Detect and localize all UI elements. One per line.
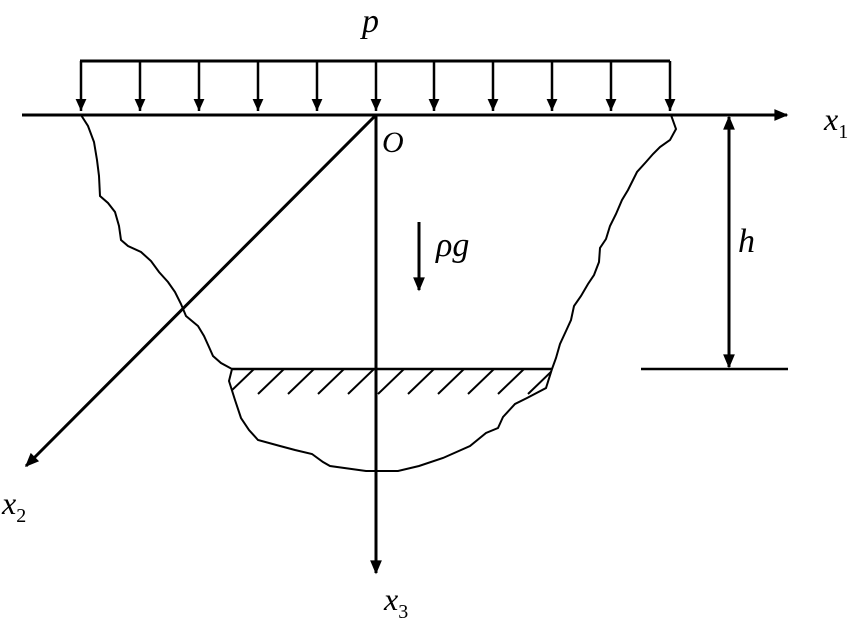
axis-x2-label: x2 — [1, 485, 26, 527]
depth-label: h — [738, 223, 755, 260]
axis-x3-label: x3 — [383, 581, 408, 623]
axis-x1-label: x1 — [823, 101, 848, 143]
axis-x2-sub: 2 — [16, 505, 26, 527]
axis-x2-base: x — [1, 485, 16, 521]
depth-dimension — [641, 115, 788, 371]
axis-x2 — [24, 113, 378, 468]
axis-x3-sub: 3 — [398, 601, 408, 623]
gravity-label: ρg — [435, 227, 469, 264]
origin-label: O — [382, 126, 404, 159]
axis-x1-base: x — [823, 101, 838, 137]
surface-hatching — [229, 369, 552, 395]
load-label: p — [360, 3, 379, 40]
distributed-load — [75, 59, 676, 111]
axis-x3-base: x — [383, 581, 398, 617]
axis-x1-sub: 1 — [838, 121, 848, 143]
water-body-outline — [80, 114, 678, 472]
